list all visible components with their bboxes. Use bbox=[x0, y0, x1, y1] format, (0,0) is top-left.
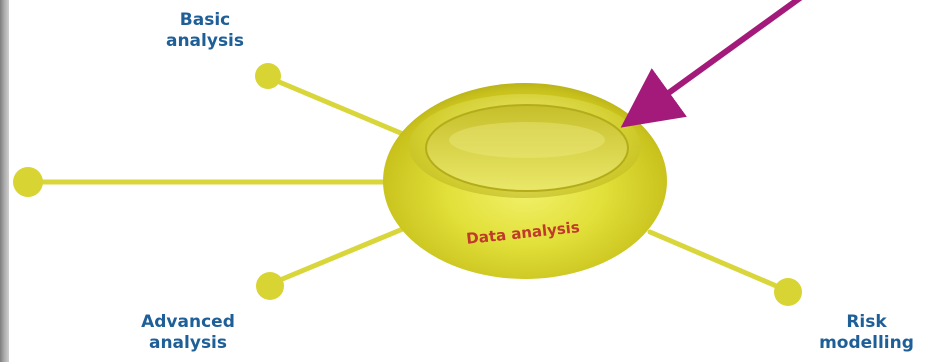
data-analysis-hub: Data analysis bbox=[383, 83, 667, 279]
node-advanced-analysis bbox=[256, 272, 284, 300]
label-advanced-analysis-line2: analysis bbox=[148, 333, 228, 353]
connector-risk-modelling bbox=[647, 229, 791, 294]
label-basic-analysis-line1: Basic bbox=[179, 10, 231, 30]
left-edge-frame bbox=[0, 0, 9, 362]
label-basic-analysis-line2: analysis bbox=[165, 31, 245, 51]
label-basic-analysis: Basic analysis bbox=[150, 10, 260, 52]
pointer-arrow bbox=[620, 0, 803, 128]
label-advanced-analysis-line1: Advanced bbox=[141, 312, 235, 332]
label-risk-modelling-line2: modelling bbox=[819, 333, 914, 353]
node-risk-modelling bbox=[774, 278, 802, 306]
node-data-source bbox=[13, 167, 43, 197]
connector-basic-analysis bbox=[262, 73, 413, 140]
label-risk-modelling: Risk modelling bbox=[804, 312, 929, 354]
label-advanced-analysis: Advanced analysis bbox=[123, 312, 253, 354]
node-basic-analysis bbox=[255, 63, 281, 89]
connector-advanced-analysis bbox=[265, 223, 413, 288]
label-risk-modelling-line1: Risk bbox=[846, 312, 887, 332]
